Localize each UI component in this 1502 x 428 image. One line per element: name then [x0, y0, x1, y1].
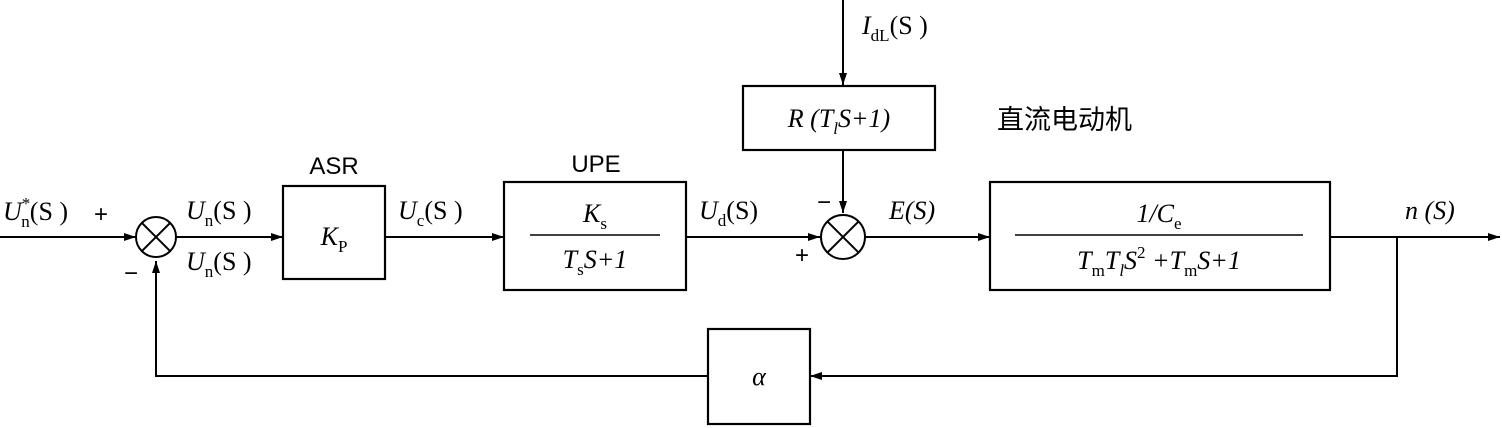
motor-title: 直流电动机	[997, 105, 1132, 136]
feedback-block	[706, 327, 812, 426]
summing-junction-2	[820, 214, 866, 260]
asr-gain: KP	[320, 222, 348, 256]
sum1-plus-sign: +	[94, 201, 108, 228]
sum1-minus-sign: −	[124, 260, 138, 287]
upe-denominator: TsS+1	[563, 245, 628, 279]
load-block-label: R (TlS+1)	[787, 104, 890, 138]
output-label: n (S)	[1405, 196, 1455, 225]
sum2-plus-sign: +	[795, 242, 809, 269]
feedback-return-wire	[152, 261, 708, 377]
summing-junction-1	[135, 216, 177, 258]
disturbance-label: IdL(S )	[861, 11, 928, 45]
sum1-output-label: Un(S )	[186, 196, 252, 230]
input-label: U*n(S )	[3, 194, 68, 231]
motor-block	[988, 180, 1332, 292]
upe-block	[502, 180, 688, 292]
sum2-minus-sign: −	[817, 189, 831, 216]
motor-denominator: TmTlS2 +TmS+1	[1077, 243, 1241, 280]
feedback-signal-label: Un(S )	[186, 247, 252, 281]
ud-signal-label: Ud(S)	[699, 196, 758, 230]
e-signal-label: E(S)	[888, 196, 935, 225]
feedback-block-label: α	[752, 362, 767, 391]
asr-block	[281, 184, 387, 281]
upe-title: UPE	[571, 151, 620, 178]
load-block	[741, 84, 937, 152]
feedback-out-wire	[810, 237, 1398, 380]
upe-numerator: Ks	[582, 199, 607, 233]
control-signal-label: Uc(S )	[398, 196, 463, 230]
motor-numerator: 1/Ce	[1136, 199, 1181, 233]
asr-title: ASR	[309, 153, 358, 180]
